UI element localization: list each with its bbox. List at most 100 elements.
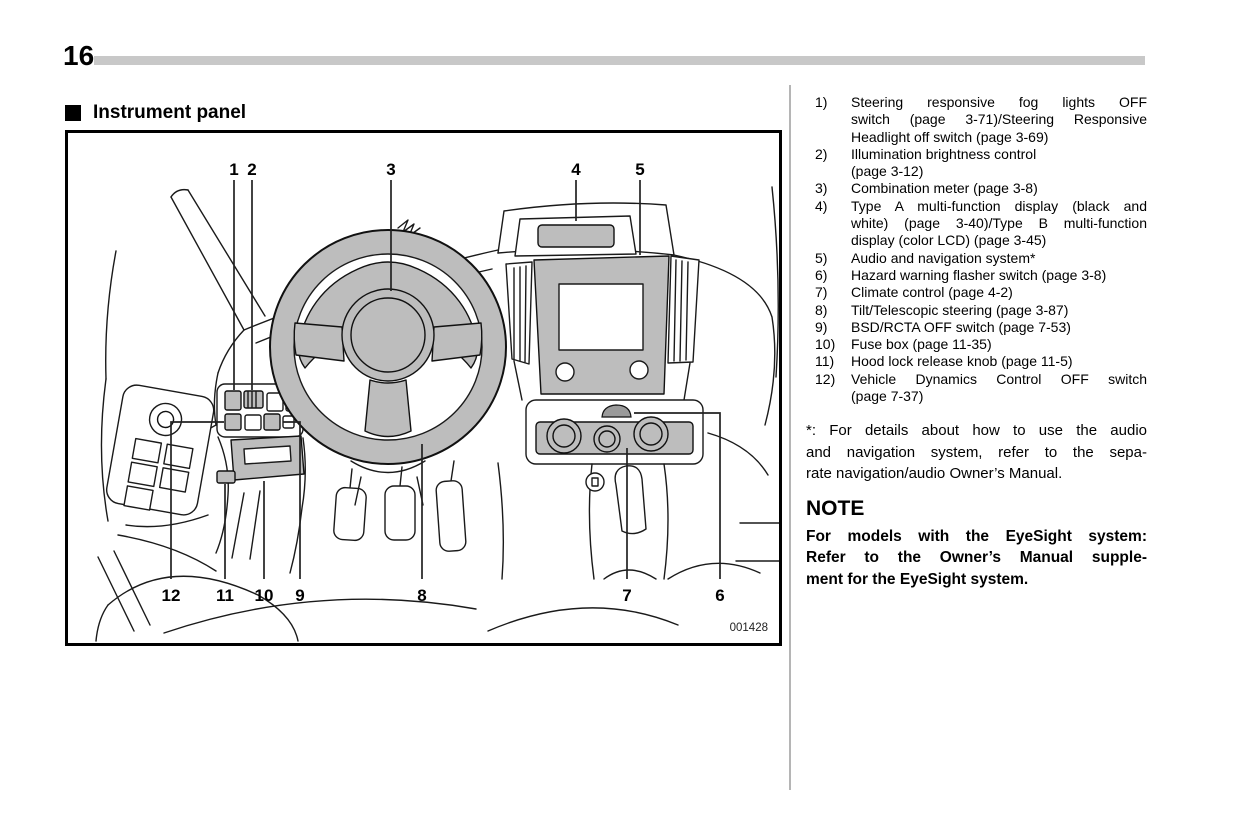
- text-line: switch (page 3-71)/Steering Responsive: [851, 111, 1147, 128]
- legend-item-number: 3): [815, 180, 828, 197]
- callout-6: 6: [715, 586, 724, 605]
- legend-item-text: Illumination brightness control(page 3-1…: [851, 146, 1147, 181]
- legend-item: 7) Climate control (page 4-2): [806, 284, 1147, 301]
- callout-leader-lines: [170, 180, 721, 579]
- dashboard-illustration: 1 2 3 4 5 12 11 10 9 8 7 6 001428: [95, 160, 780, 642]
- text-line: Fuse box (page 11-35): [851, 336, 992, 353]
- legend-item-number: 5): [815, 249, 828, 266]
- callout-11: 11: [216, 586, 234, 605]
- hood-release-knob: [216, 470, 236, 484]
- text-line: (page 7-37): [851, 388, 924, 405]
- center-stack: [497, 202, 700, 401]
- callout-7: 7: [622, 586, 631, 605]
- steering-wheel: [269, 229, 507, 465]
- text-line: ment for the EyeSight system.: [806, 570, 1029, 588]
- callout-4: 4: [571, 160, 581, 179]
- legend-item-text: Type A multi-function display (black and…: [851, 198, 1147, 250]
- section-bullet-icon: [65, 105, 81, 121]
- text-line: Climate control (page 4-2): [851, 284, 1013, 301]
- legend-item: 12) Vehicle Dynamics Control OFF switch(p…: [806, 371, 1147, 406]
- legend-item: 11) Hood lock release knob (page 11-5): [806, 353, 1147, 370]
- legend-item: 10)Fuse box (page 11-35): [806, 336, 1147, 353]
- text-line: Headlight off switch (page 3-69): [851, 128, 1049, 145]
- legend-item-number: 8): [815, 301, 828, 318]
- text-line: display (color LCD) (page 3-45): [851, 232, 1047, 249]
- legend-item: 5) Audio and navigation system*: [806, 250, 1147, 267]
- legend-item-text: Hood lock release knob (page 11-5): [851, 353, 1147, 370]
- text-line: Audio and navigation system*: [851, 249, 1036, 266]
- text-line: Combination meter (page 3-8): [851, 180, 1038, 197]
- legend-item-text: Vehicle Dynamics Control OFF switch(page…: [851, 371, 1147, 406]
- legend-item: 2) Illumination brightness control(page 3…: [806, 146, 1147, 181]
- callout-8: 8: [417, 586, 426, 605]
- audio-navigation-screen: [533, 255, 670, 395]
- callout-1: 1: [229, 160, 238, 179]
- legend-item-text: BSD/RCTA OFF switch (page 7-53): [851, 319, 1147, 336]
- footnote: *: For details about how to use the audi…: [806, 420, 1147, 485]
- legend-item-number: 6): [815, 266, 828, 283]
- text-line: BSD/RCTA OFF switch (page 7-53): [851, 318, 1071, 335]
- text-line: Hazard warning flasher switch (page 3-8): [851, 266, 1107, 283]
- text-line: *: For details about how to use the audi…: [806, 422, 1147, 440]
- illumination-brightness-control: [243, 390, 264, 409]
- header-rule: [94, 56, 1145, 65]
- legend-item-text: Combination meter (page 3-8): [851, 180, 1147, 197]
- legend-item-number: 11): [815, 353, 835, 370]
- text-line: Type A multi-function display (black and: [851, 197, 1147, 214]
- text-line: Steering responsive fog lights OFF: [851, 94, 1147, 110]
- legend-item-number: 7): [815, 284, 828, 301]
- legend-item-text: Tilt/Telescopic steering (page 3-87): [851, 302, 1147, 319]
- text-line: rate navigation/audio Owner’s Manual.: [806, 465, 1063, 483]
- right-center-vent: [667, 255, 700, 364]
- legend-item-number: 12): [815, 370, 836, 387]
- text-line: Vehicle Dynamics Control OFF switch: [851, 370, 1147, 387]
- multi-function-display: [537, 224, 615, 248]
- legend-item-number: 2): [815, 145, 828, 162]
- fuse-box: [230, 435, 305, 481]
- section-heading: Instrument panel: [65, 102, 246, 124]
- text-line: Tilt/Telescopic steering (page 3-87): [851, 301, 1069, 318]
- fog-light-off-switch: [224, 390, 242, 411]
- callout-3: 3: [386, 160, 395, 179]
- legend-item-text: Fuse box (page 11-35): [851, 336, 1147, 353]
- legend-item-text: Hazard warning flasher switch (page 3-8): [851, 267, 1147, 284]
- legend-item-text: Audio and navigation system*: [851, 250, 1147, 267]
- door-switch-panel: [105, 384, 215, 516]
- callout-2: 2: [247, 160, 256, 179]
- bsd-rcta-off-switch: [263, 413, 281, 431]
- legend-item-number: 4): [815, 197, 828, 214]
- climate-control-panel: [525, 399, 704, 465]
- legend-item: 9)BSD/RCTA OFF switch (page 7-53): [806, 319, 1147, 336]
- pedals: [333, 460, 467, 552]
- text-line: For models with the EyeSight system:: [806, 527, 1147, 545]
- legend-item-text: Climate control (page 4-2): [851, 284, 1147, 301]
- text-line: (page 3-12): [851, 163, 924, 180]
- legend-item: 6) Hazard warning flasher switch (page 3-…: [806, 267, 1147, 284]
- hazard-switch: [601, 404, 632, 418]
- note-body: For models with the EyeSight system: Refe…: [806, 526, 1147, 591]
- callout-5: 5: [635, 160, 644, 179]
- vdc-off-switch: [224, 413, 242, 431]
- page-number: 16: [63, 40, 95, 71]
- column-divider: [789, 85, 791, 790]
- figure-id: 001428: [730, 622, 768, 634]
- callout-10: 10: [255, 586, 274, 605]
- text-line: and navigation system, refer to the sepa…: [806, 443, 1147, 461]
- text-line: Hood lock release knob (page 11-5): [851, 353, 1073, 370]
- dashboard-contours: [95, 186, 780, 642]
- legend-item: 3) Combination meter (page 3-8): [806, 180, 1147, 197]
- section-title: Instrument panel: [93, 102, 247, 123]
- legend-item: 8) Tilt/Telescopic steering (page 3-87): [806, 302, 1147, 319]
- legend-item: 4) Type A multi-function display (black a…: [806, 198, 1147, 250]
- callout-9: 9: [295, 586, 304, 605]
- legend-item-number: 1): [815, 94, 828, 110]
- text-line: Refer to the Owner’s Manual supple-: [806, 549, 1147, 567]
- note-title: NOTE: [806, 496, 865, 520]
- left-center-vent: [505, 261, 533, 365]
- callout-numbers: 1 2 3 4 5 12 11 10 9 8 7 6: [162, 160, 725, 605]
